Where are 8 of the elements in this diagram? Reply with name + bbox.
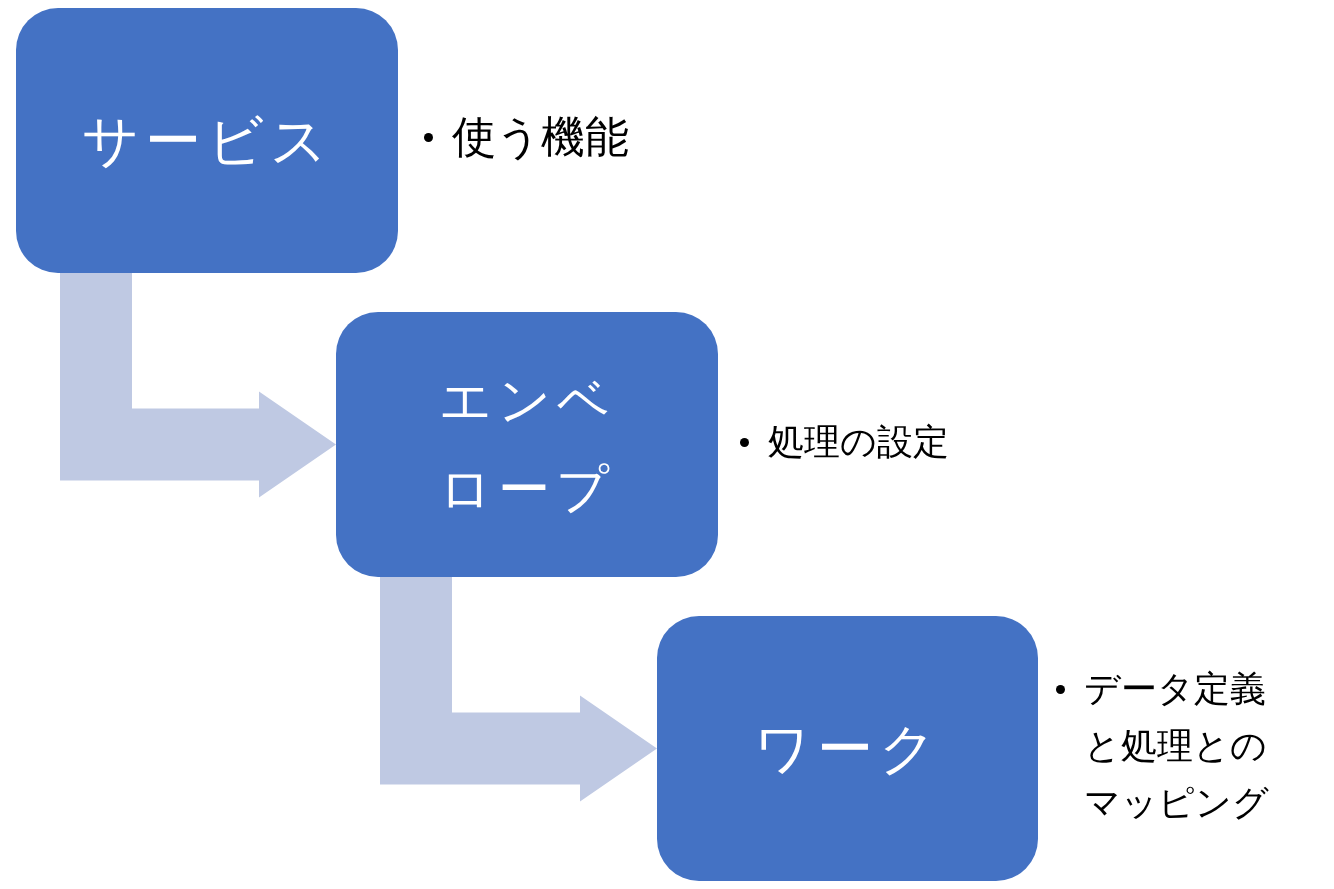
bullet-text: 使う機能 [420,108,680,166]
process-box: エンベロープ [336,312,718,577]
bent-arrow [380,577,657,802]
process-box: サービス [16,8,398,273]
bullet-text: 処理の設定 [736,418,996,466]
process-box: ワーク [657,616,1038,881]
bent-arrow [60,273,336,498]
bullet-text: データ定義と処理とのマッピング [1052,660,1284,831]
